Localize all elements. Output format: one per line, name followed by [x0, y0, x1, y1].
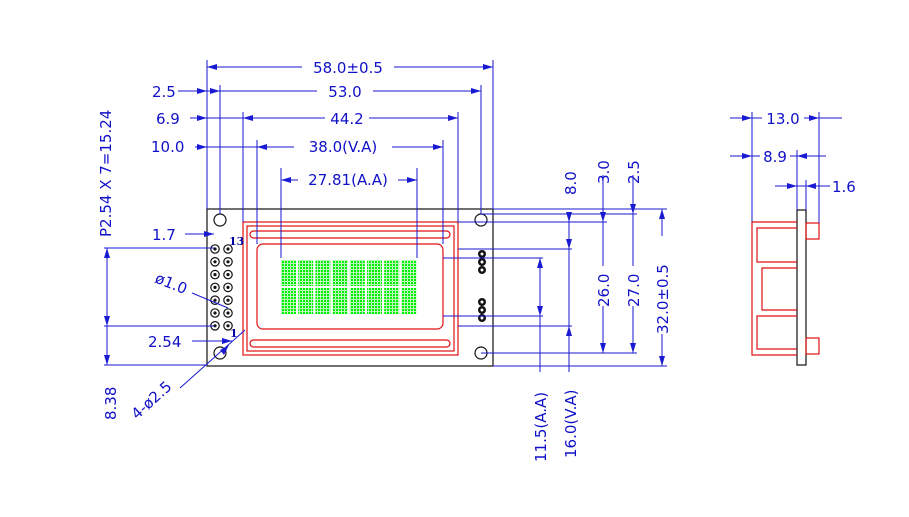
character-cell — [401, 260, 417, 286]
dim-pin-row-spacing: 2.54 — [148, 333, 181, 351]
character-cell — [281, 288, 296, 314]
dimension-lines: 58.0±0.5 53.0 2.5 44.2 6.9 38.0(V.A) 10.… — [97, 58, 672, 462]
pin-hole — [226, 311, 230, 315]
pin-hole — [213, 260, 217, 264]
dim-10-0-left: 10.0 — [151, 138, 184, 156]
front-view: 13 1 — [206, 208, 494, 367]
character-cell — [384, 260, 400, 286]
character-cell — [349, 288, 365, 314]
side-contacts — [478, 250, 486, 322]
character-cell — [332, 288, 348, 314]
character-cell — [367, 260, 382, 286]
dim-pin-pitch-total: P2.54 X 7=15.24 — [97, 110, 115, 237]
dim-side-thickness: 13.0 — [766, 110, 799, 128]
pin-hole — [226, 285, 230, 289]
mount-hole-top-right — [474, 213, 488, 227]
pin-hole — [226, 273, 230, 277]
side-contact-hole — [480, 260, 484, 264]
pin-hole — [226, 247, 230, 251]
side-contact-hole — [480, 316, 484, 320]
side-bezel — [751, 221, 797, 356]
pin-hole — [226, 324, 230, 328]
character-cell — [281, 260, 296, 286]
character-cell — [384, 288, 400, 314]
character-cell — [315, 288, 331, 314]
side-contact-hole — [480, 252, 484, 256]
side-contact-hole — [480, 308, 484, 312]
pin-header — [210, 244, 233, 331]
character-cell — [298, 260, 314, 286]
dim-hole-diameter: ø1.0 — [153, 269, 190, 298]
character-cell — [315, 260, 331, 286]
dim-mount-holes: 4-ø2.5 — [128, 377, 176, 422]
dim-bottom-offset: 8.38 — [102, 387, 120, 420]
side-pcb — [796, 209, 807, 366]
character-cell — [349, 260, 365, 286]
pin-hole — [213, 273, 217, 277]
side-contact-hole — [480, 300, 484, 304]
character-area — [281, 260, 417, 314]
dim-side-8-9: 8.9 — [763, 148, 787, 166]
mount-hole-top-left — [213, 213, 227, 227]
dim-height-26: 26.0 — [595, 274, 613, 307]
dim-pin-offset: 1.7 — [152, 226, 176, 244]
character-cell — [298, 288, 314, 314]
mount-hole-bottom-left — [213, 346, 227, 360]
dim-aa-height: 11.5(A.A) — [532, 392, 550, 462]
dim-va-width: 38.0(V.A) — [309, 138, 377, 156]
character-cell — [367, 288, 382, 314]
pin-hole — [226, 260, 230, 264]
dim-height-27: 27.0 — [625, 274, 643, 307]
dim-aa-width: 27.81(A.A) — [308, 171, 388, 189]
side-contact-hole — [480, 268, 484, 272]
dim-bezel-width: 44.2 — [330, 110, 363, 128]
dim-top-8-0: 8.0 — [562, 171, 580, 195]
character-cell — [401, 288, 417, 314]
dim-2-5-left: 2.5 — [152, 83, 176, 101]
dim-6-9-left: 6.9 — [156, 110, 180, 128]
pin-hole — [213, 247, 217, 251]
pin-1-label: 1 — [230, 327, 238, 340]
character-cell — [332, 260, 348, 286]
pin-hole — [213, 298, 217, 302]
side-view: 13.0 8.9 1.6 — [730, 109, 856, 366]
dim-top-2-5: 2.5 — [625, 160, 643, 184]
dim-va-height: 16.0(V.A) — [562, 390, 580, 458]
dim-top-3-0: 3.0 — [595, 160, 613, 184]
pin-hole — [213, 311, 217, 315]
pcb-outline — [206, 208, 494, 367]
dim-overall-width: 58.0±0.5 — [313, 59, 383, 77]
pin-hole — [226, 298, 230, 302]
dim-hole-spacing: 53.0 — [328, 83, 361, 101]
pin-hole — [213, 324, 217, 328]
dim-side-1-6: 1.6 — [832, 178, 856, 196]
bezel — [242, 221, 459, 356]
dim-overall-height: 32.0±0.5 — [654, 264, 672, 334]
pin-hole — [213, 285, 217, 289]
pin-13-label: 13 — [229, 235, 244, 248]
